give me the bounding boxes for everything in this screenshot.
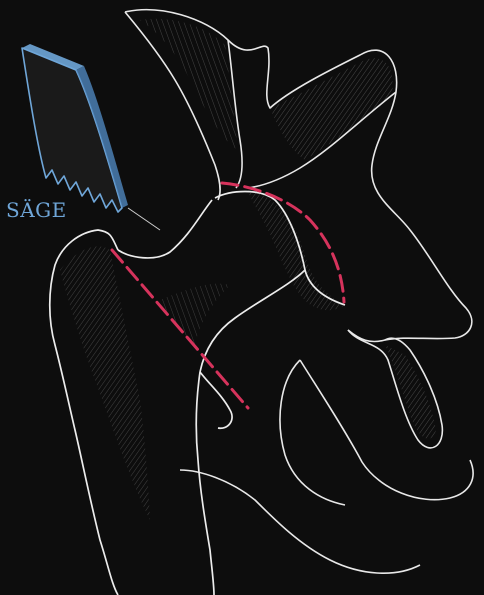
saw-label: SÄGE	[6, 198, 67, 222]
